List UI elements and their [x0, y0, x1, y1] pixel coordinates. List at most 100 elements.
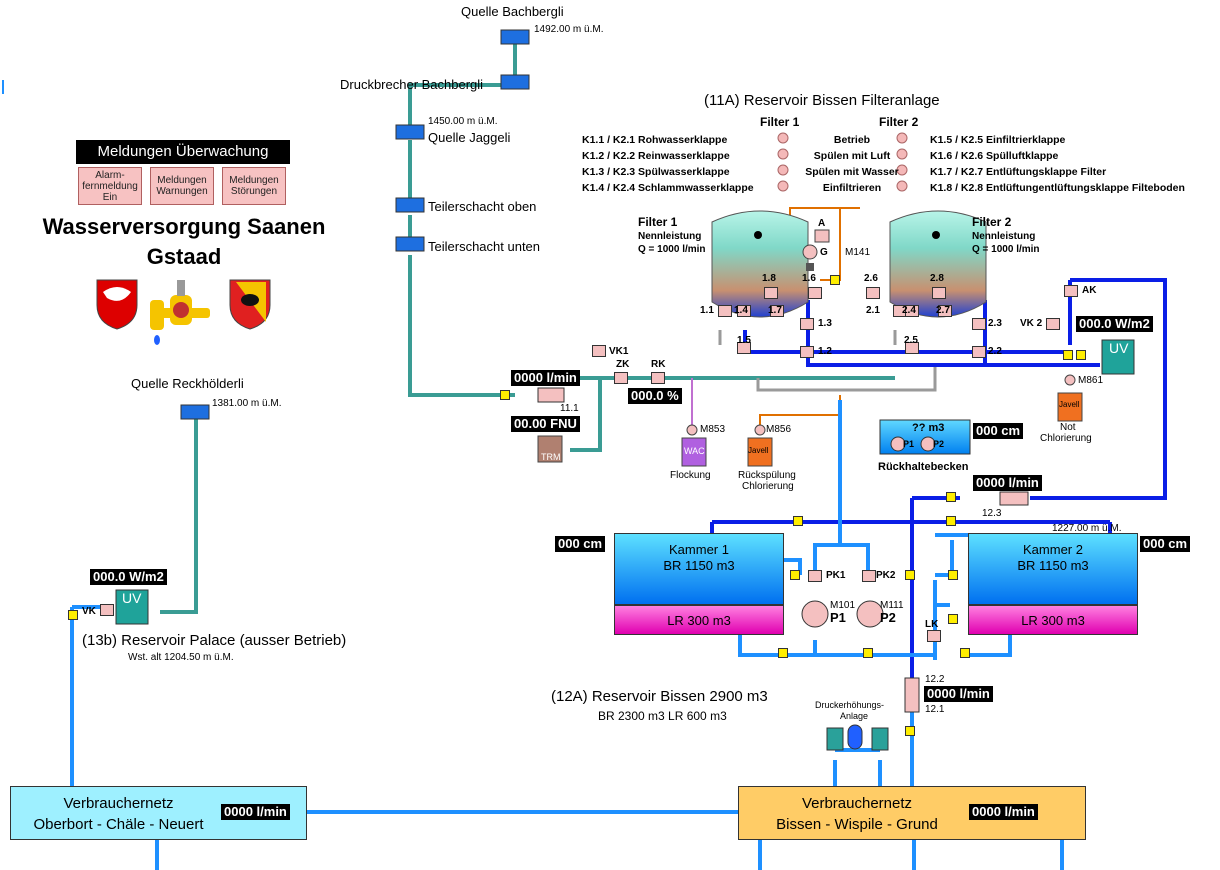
- m861-label: M861: [1078, 375, 1104, 386]
- valve-2-7[interactable]: [938, 305, 952, 317]
- control-indicator[interactable]: [1076, 350, 1086, 360]
- filter1-q: Q = 1000 l/min: [638, 244, 706, 255]
- filter-plant-title: (11A) Reservoir Bissen Filteranlage: [704, 92, 940, 109]
- control-indicator[interactable]: [905, 570, 915, 580]
- legend-left-row-1: K1.2 / K2.2 Reinwasserklappe: [582, 150, 730, 162]
- chamber2-br[interactable]: [968, 533, 1138, 605]
- filter-status-lamps: [777, 132, 908, 192]
- consumer-bissen-flow[interactable]: 0000 l/min: [969, 804, 1038, 820]
- valve-pk1[interactable]: [808, 570, 822, 582]
- control-indicator[interactable]: [948, 614, 958, 624]
- valve-1-3[interactable]: [800, 318, 814, 330]
- coat-of-arms-bern: [229, 279, 271, 330]
- control-indicator[interactable]: [960, 648, 970, 658]
- turbidity-display[interactable]: 00.00 FNU: [511, 416, 580, 432]
- legend-right-row-3: K1.8 / K2.8 Entlüftungentlüftungsklappe …: [930, 182, 1185, 194]
- valve-1-8[interactable]: [764, 287, 778, 299]
- control-indicator[interactable]: [830, 275, 840, 285]
- alarm-monitor-header: Meldungen Überwachung: [76, 140, 290, 164]
- chamber2-lr[interactable]: [968, 605, 1138, 635]
- valve-pk2[interactable]: [862, 570, 876, 582]
- control-indicator[interactable]: [500, 390, 510, 400]
- valve-1-6[interactable]: [808, 287, 822, 299]
- reservoir-out-flow-display[interactable]: 0000 l/min: [924, 686, 993, 702]
- valve-2-3[interactable]: [972, 318, 986, 330]
- lk-label: LK: [925, 619, 939, 630]
- valve-1-1-label: 1.1: [700, 305, 714, 316]
- uv-unit-palace: [115, 589, 149, 625]
- valve-1-1[interactable]: [718, 305, 732, 317]
- chamber1-lr[interactable]: [614, 605, 784, 635]
- uv-palace-intensity[interactable]: 000.0 W/m2: [90, 569, 167, 585]
- source-chambers: [180, 29, 530, 420]
- dosing-pump-m856: [754, 424, 766, 436]
- meter-12-2-label: 12.2: [925, 674, 945, 685]
- pump-p2-label[interactable]: P2: [880, 610, 896, 625]
- valve-1-2[interactable]: [800, 346, 814, 358]
- valve-lk[interactable]: [927, 630, 941, 642]
- flow-meter-11-1: [537, 387, 565, 403]
- valve-rk[interactable]: [651, 372, 665, 384]
- chamber1-level-display[interactable]: 000 cm: [555, 536, 606, 552]
- palace-vk-label: VK: [82, 606, 96, 617]
- backwash-flow-display[interactable]: 0000 l/min: [973, 475, 1042, 491]
- source-jaggeli-label[interactable]: Quelle Jaggeli: [428, 130, 511, 145]
- valve-2-5[interactable]: [905, 342, 919, 354]
- inlet-percent-display[interactable]: 000.0 %: [628, 388, 682, 404]
- source-reckhoelderli-label[interactable]: Quelle Reckhölderli: [131, 376, 244, 391]
- uv-right-intensity[interactable]: 000.0 W/m2: [1076, 316, 1153, 332]
- filter2-name[interactable]: Filter 2: [972, 215, 1012, 229]
- consumer-bissen-line1: Verbrauchernetz: [801, 795, 913, 812]
- reservoir-title: (12A) Reservoir Bissen 2900 m3: [551, 688, 768, 705]
- control-indicator[interactable]: [778, 648, 788, 658]
- pump-p1-label[interactable]: P1: [830, 610, 846, 625]
- control-indicator[interactable]: [905, 726, 915, 736]
- legend-state-row-0: Betrieb: [833, 134, 871, 146]
- legend-state-row-3: Einfiltrieren: [822, 182, 882, 194]
- valve-1-4[interactable]: [737, 305, 751, 317]
- source-pipes: [160, 38, 977, 614]
- valve-1-7[interactable]: [770, 305, 784, 317]
- valve-1-5[interactable]: [737, 342, 751, 354]
- chamber2-level-display[interactable]: 000 cm: [1140, 536, 1191, 552]
- valve-2-8-label: 2.8: [930, 273, 944, 284]
- chamber1-name: Kammer 1: [669, 542, 729, 557]
- source-bachbergli-label[interactable]: Quelle Bachbergli: [461, 4, 564, 19]
- dosing-pump-m853: [686, 424, 698, 436]
- control-indicator[interactable]: [1063, 350, 1073, 360]
- valve-vk2[interactable]: [1046, 318, 1060, 330]
- teiler-oben-label[interactable]: Teilerschacht oben: [428, 199, 537, 214]
- valve-2-6[interactable]: [866, 287, 880, 299]
- teiler-unten-label[interactable]: Teilerschacht unten: [428, 239, 541, 254]
- control-indicator[interactable]: [946, 492, 956, 502]
- filter2-q: Q = 1000 l/min: [972, 244, 1040, 255]
- filter-1-tank: [711, 210, 809, 318]
- control-indicator[interactable]: [793, 516, 803, 526]
- retention-level-display[interactable]: 000 cm: [973, 423, 1024, 439]
- valve-palace-vk[interactable]: [100, 604, 114, 616]
- druckbrecher-label[interactable]: Druckbrecher Bachbergli: [340, 77, 484, 92]
- control-indicator[interactable]: [68, 610, 78, 620]
- blower-m141-label: M141: [845, 247, 871, 258]
- control-indicator[interactable]: [790, 570, 800, 580]
- control-indicator[interactable]: [946, 516, 956, 526]
- valve-2-4[interactable]: [905, 305, 919, 317]
- control-indicator[interactable]: [863, 648, 873, 658]
- valve-zk[interactable]: [614, 372, 628, 384]
- valve-2-2[interactable]: [972, 346, 986, 358]
- valve-2-8[interactable]: [932, 287, 946, 299]
- chamber1-br[interactable]: [614, 533, 784, 605]
- control-indicator[interactable]: [948, 570, 958, 580]
- inlet-flow-display[interactable]: 0000 l/min: [511, 370, 580, 386]
- chamber1-br-label: BR 1150 m3: [663, 558, 735, 573]
- legend-left-row-0: K1.1 / K2.1 Rohwasserklappe: [582, 134, 728, 146]
- valve-vk1[interactable]: [592, 345, 606, 357]
- trm-label: TRM: [541, 452, 561, 462]
- filter1-name[interactable]: Filter 1: [638, 215, 678, 229]
- consumer-oberbort-flow[interactable]: 0000 l/min: [221, 804, 290, 820]
- coat-of-arms-saanen: [96, 279, 138, 330]
- valve-ak[interactable]: [1064, 285, 1078, 297]
